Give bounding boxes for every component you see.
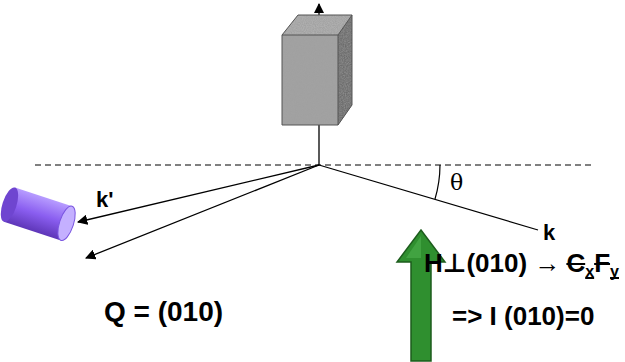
reference-line <box>35 165 592 166</box>
detector <box>0 185 79 242</box>
q-vector <box>86 165 319 258</box>
field-label: H⊥(010) → <box>424 250 560 276</box>
angle-arc <box>435 165 440 199</box>
formula-letter: F <box>594 248 610 278</box>
formula-letter: C <box>566 248 585 278</box>
intensity-label: => I (010)=0 <box>452 303 594 329</box>
struck-formula: CxFy <box>566 250 619 279</box>
k-label: k <box>543 222 555 244</box>
beam-k <box>319 165 538 230</box>
q-label: Q = (010) <box>104 298 223 326</box>
k-prime-label: k' <box>96 189 113 211</box>
angle-label: θ <box>450 172 463 194</box>
sample-cube <box>282 15 352 125</box>
formula-subscript: x <box>585 262 594 280</box>
formula-subscript: y <box>610 262 619 280</box>
